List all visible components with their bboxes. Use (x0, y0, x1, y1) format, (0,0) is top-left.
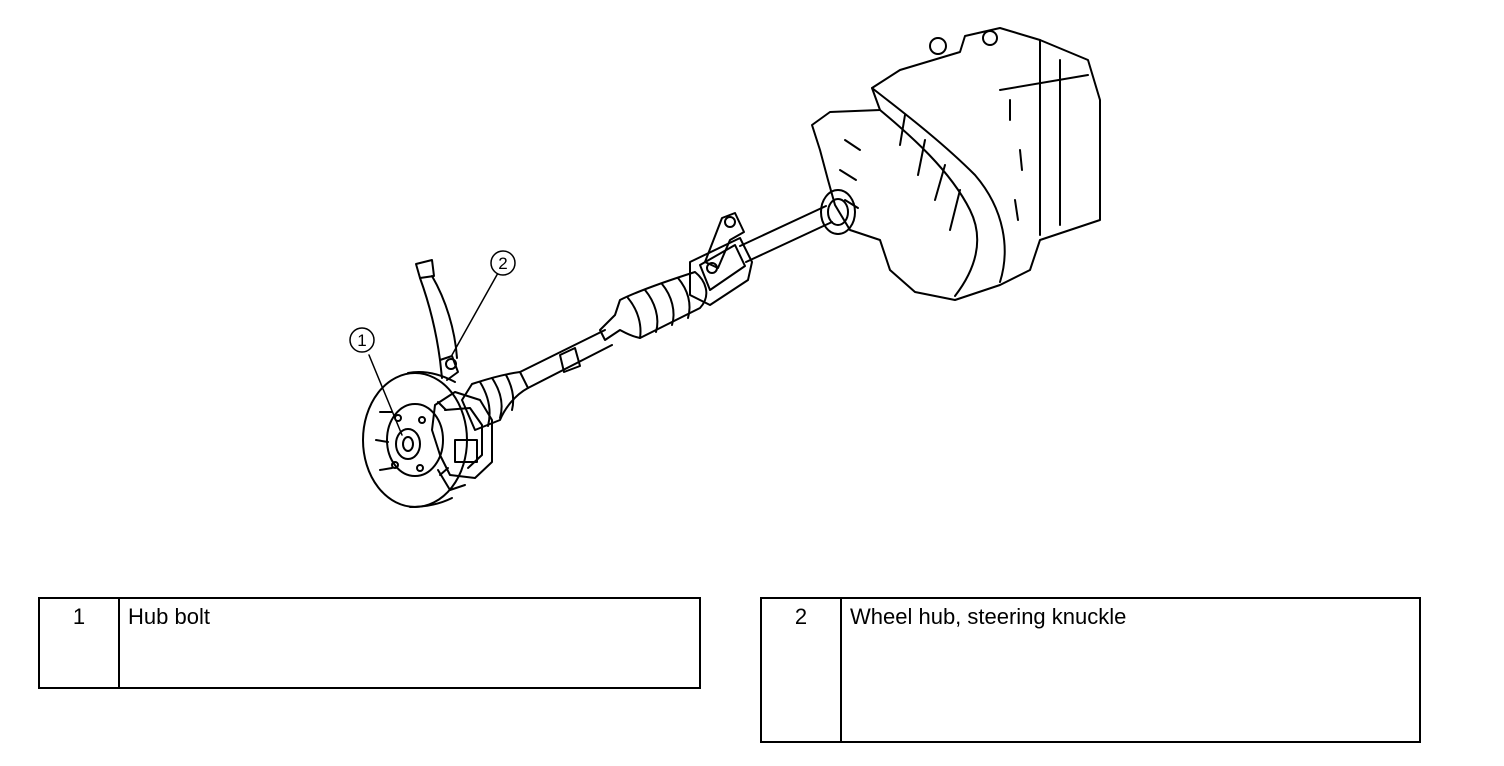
callout-1: 1 (349, 327, 375, 353)
legend-number: 1 (38, 597, 120, 689)
legend-number: 2 (760, 597, 842, 743)
inner-joint-bracket (689, 212, 753, 306)
legend-label: Wheel hub, steering knuckle (840, 597, 1421, 743)
inner-shaft (739, 205, 833, 263)
output-flange (820, 189, 856, 235)
drivetrain-diagram: 1 2 (349, 27, 1101, 508)
legend-table-2: 2 Wheel hub, steering knuckle (760, 597, 1421, 743)
callout-2: 2 (490, 250, 516, 276)
svg-text:1: 1 (357, 331, 366, 350)
legend-row: 1 Hub bolt (38, 597, 701, 689)
brake-caliper (431, 391, 493, 491)
svg-text:2: 2 (498, 254, 507, 273)
legend-table-1: 1 Hub bolt (38, 597, 701, 689)
legend-row: 2 Wheel hub, steering knuckle (760, 597, 1421, 743)
outer-cv-boot (461, 371, 529, 431)
callout-leaders (368, 272, 499, 436)
wheel-hub (391, 414, 426, 472)
center-shaft (519, 329, 613, 389)
steering-knuckle (415, 259, 459, 381)
legend-label: Hub bolt (118, 597, 701, 689)
brake-disc (362, 371, 468, 508)
transmission-housing (811, 27, 1101, 301)
inner-cv-boot (599, 271, 708, 341)
